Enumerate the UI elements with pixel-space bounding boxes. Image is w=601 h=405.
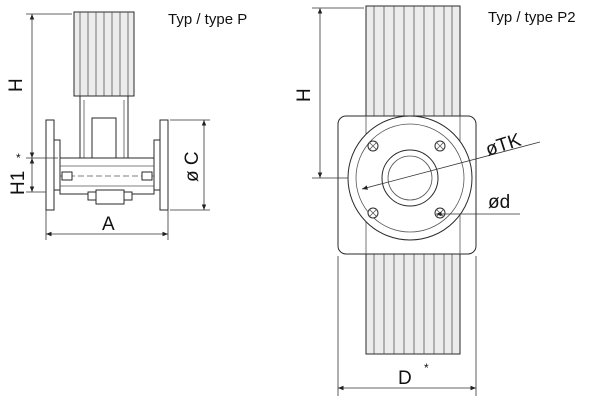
type-p-bolt bbox=[141, 171, 153, 181]
type-p2-bolt-hole bbox=[367, 140, 379, 152]
type-p2-dim-d-mark: * bbox=[424, 361, 429, 375]
type-p2-view: Typ / type P2 bbox=[294, 5, 576, 396]
type-p-dim-h: H bbox=[6, 78, 27, 92]
type-p2-dim-d-bore: ød bbox=[488, 192, 510, 213]
type-p2-lower-actuator bbox=[365, 253, 461, 355]
type-p2-title: Typ / type P2 bbox=[488, 9, 576, 26]
type-p-dim-a: A bbox=[102, 214, 115, 235]
type-p-view: Typ / type P H bbox=[6, 11, 247, 240]
type-p2-upper-actuator bbox=[365, 5, 461, 125]
type-p2-dim-h: H bbox=[294, 88, 315, 102]
type-p-flange-left bbox=[45, 119, 55, 211]
type-p-bolt bbox=[61, 171, 73, 181]
type-p2-dim-d: D bbox=[398, 368, 412, 389]
type-p2-dim-tk: øTK bbox=[483, 130, 524, 161]
type-p2-bolt-hole bbox=[367, 207, 379, 219]
type-p2-bolt-hole bbox=[434, 207, 446, 219]
type-p2-bore bbox=[381, 149, 439, 207]
type-p-dim-h1-mark: * bbox=[16, 151, 21, 165]
type-p-dim-c: ø C bbox=[182, 151, 203, 182]
type-p-nut-block bbox=[95, 189, 125, 205]
type-p-title: Typ / type P bbox=[168, 11, 247, 28]
type-p-flange-right bbox=[159, 119, 169, 211]
type-p-dim-h1: H1 bbox=[8, 171, 29, 195]
type-p2-bolt-hole bbox=[434, 140, 446, 152]
